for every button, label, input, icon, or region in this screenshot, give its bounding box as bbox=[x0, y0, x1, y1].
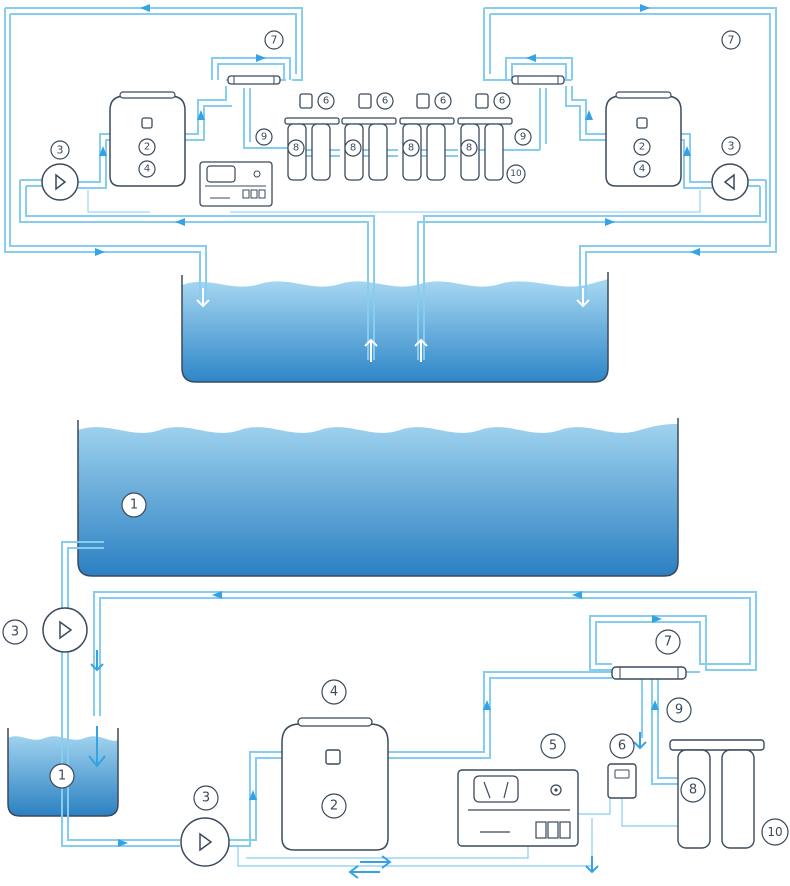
label-5-bottom: 5 bbox=[540, 733, 566, 759]
svg-text:4: 4 bbox=[144, 164, 150, 175]
svg-text:8: 8 bbox=[293, 143, 299, 154]
filter-pair-2 bbox=[341, 93, 397, 181]
svg-text:2: 2 bbox=[330, 799, 338, 814]
svg-text:9: 9 bbox=[675, 703, 683, 718]
bottom-system bbox=[7, 418, 765, 879]
svg-text:7: 7 bbox=[728, 34, 735, 47]
label-6-top-2: 6 bbox=[376, 92, 394, 110]
svg-text:7: 7 bbox=[664, 635, 672, 650]
filter-pair-1 bbox=[284, 93, 340, 181]
label-9-top-right: 9 bbox=[514, 128, 532, 146]
flow-arrows-bottom bbox=[118, 591, 662, 847]
svg-text:3: 3 bbox=[728, 140, 735, 153]
label-6-top-3: 6 bbox=[434, 92, 452, 110]
pump-bottom-left bbox=[42, 607, 88, 653]
svg-text:4: 4 bbox=[639, 164, 645, 175]
svg-text:3: 3 bbox=[57, 144, 64, 157]
label-2-top-left: 2 bbox=[138, 138, 156, 156]
svg-text:8: 8 bbox=[408, 143, 414, 154]
svg-text:2: 2 bbox=[144, 142, 150, 153]
svg-text:8: 8 bbox=[350, 143, 356, 154]
label-8-top-4: 8 bbox=[460, 139, 478, 157]
svg-text:9: 9 bbox=[520, 132, 526, 143]
flow-down-arrows-bottom bbox=[88, 650, 647, 879]
label-8-top-2: 8 bbox=[344, 139, 362, 157]
label-3-top-left: 3 bbox=[50, 140, 70, 160]
pool-top bbox=[181, 272, 609, 383]
pool-top-arrows bbox=[196, 288, 590, 362]
label-3-top-right: 3 bbox=[721, 136, 741, 156]
top-system bbox=[4, 4, 777, 383]
svg-text:3: 3 bbox=[202, 791, 210, 806]
svg-text:3: 3 bbox=[11, 625, 19, 640]
label-1-small-tank: 1 bbox=[49, 763, 75, 789]
label-7-top-right: 7 bbox=[721, 30, 741, 50]
svg-text:8: 8 bbox=[466, 143, 472, 154]
label-2-bottom: 2 bbox=[321, 793, 347, 819]
svg-text:5: 5 bbox=[549, 739, 557, 754]
svg-text:6: 6 bbox=[382, 96, 388, 107]
svg-text:8: 8 bbox=[689, 783, 697, 798]
svg-text:9: 9 bbox=[261, 132, 267, 143]
pump-top-left bbox=[41, 163, 79, 201]
label-7-top-left: 7 bbox=[264, 30, 284, 50]
uv-lamp-top-left bbox=[227, 75, 281, 85]
pump-top-right bbox=[711, 163, 749, 201]
label-6-top-1: 6 bbox=[317, 92, 335, 110]
number-labels: 7 7 3 3 2 4 2 4 9 9 8 8 8 8 10 6 6 6 6 1… bbox=[2, 30, 789, 846]
control-panel-top bbox=[199, 161, 273, 207]
control-panel-bottom bbox=[457, 769, 579, 847]
label-1-pool: 1 bbox=[121, 492, 147, 518]
svg-text:10: 10 bbox=[767, 825, 782, 839]
filter-pair-bottom bbox=[669, 739, 765, 849]
svg-text:6: 6 bbox=[618, 739, 626, 754]
filter-bank-top bbox=[284, 93, 513, 181]
pump-bottom-main bbox=[180, 817, 230, 867]
label-10-top: 10 bbox=[506, 164, 526, 184]
label-6-bottom: 6 bbox=[609, 733, 635, 759]
label-4-bottom: 4 bbox=[321, 679, 347, 705]
label-4-top-right: 4 bbox=[633, 160, 651, 178]
svg-text:2: 2 bbox=[639, 142, 645, 153]
svg-text:4: 4 bbox=[330, 685, 338, 700]
svg-text:6: 6 bbox=[323, 96, 329, 107]
uv-lamp-bottom bbox=[611, 666, 687, 680]
label-10-bottom: 10 bbox=[761, 818, 789, 846]
label-9-top-left: 9 bbox=[255, 128, 273, 146]
bottom-pipes bbox=[61, 541, 757, 867]
svg-text:7: 7 bbox=[271, 34, 278, 47]
label-4-top-left: 4 bbox=[138, 160, 156, 178]
label-8-top-1: 8 bbox=[287, 139, 305, 157]
label-6-top-4: 6 bbox=[493, 92, 511, 110]
svg-text:10: 10 bbox=[510, 169, 522, 179]
label-8-bottom: 8 bbox=[680, 777, 706, 803]
label-9-bottom: 9 bbox=[666, 697, 692, 723]
svg-text:1: 1 bbox=[58, 769, 66, 784]
right-return-loop bbox=[417, 7, 777, 360]
svg-text:6: 6 bbox=[499, 96, 505, 107]
svg-text:1: 1 bbox=[130, 498, 138, 513]
pool-bottom-large bbox=[77, 418, 679, 577]
svg-text:6: 6 bbox=[440, 96, 446, 107]
label-7-bottom: 7 bbox=[655, 629, 681, 655]
tank-bottom bbox=[281, 717, 389, 851]
uv-lamp-top-right bbox=[511, 75, 565, 85]
label-8-top-3: 8 bbox=[402, 139, 420, 157]
sensor-bottom bbox=[607, 763, 637, 799]
label-3-bottom-main: 3 bbox=[193, 785, 219, 811]
flow-arrows-top bbox=[95, 4, 700, 256]
label-2-top-right: 2 bbox=[633, 138, 651, 156]
filter-pair-4 bbox=[457, 93, 513, 181]
label-3-bottom-left: 3 bbox=[2, 619, 28, 645]
